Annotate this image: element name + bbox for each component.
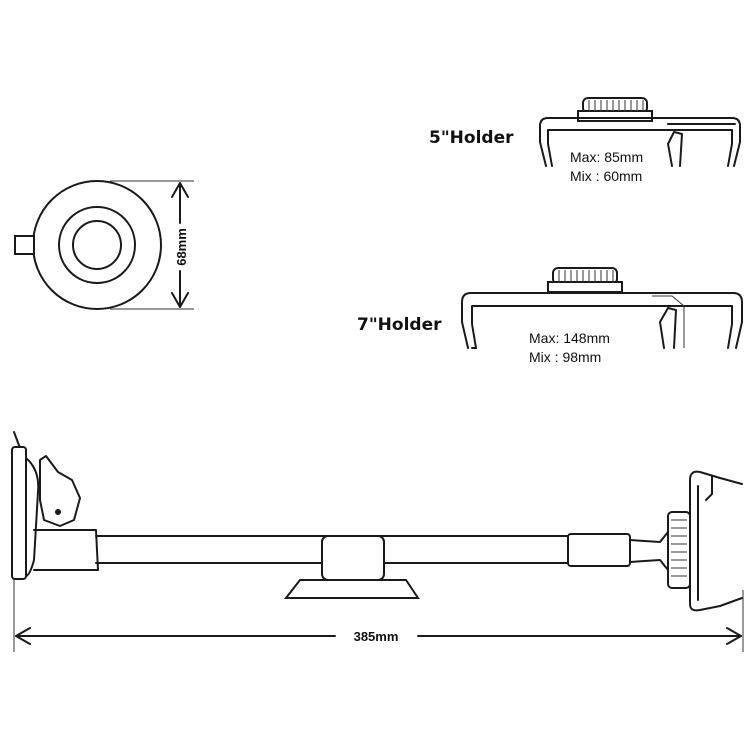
suction-base-plate: [11, 446, 27, 580]
suction-cup-tab: [14, 235, 35, 255]
holder-5-inner-frame: [547, 129, 733, 167]
holder-7-clip: [659, 307, 677, 349]
length-arrow-right: [726, 627, 742, 645]
holder-side-frame: [689, 470, 743, 612]
suction-cup-top-view: [14, 180, 162, 310]
center-collar: [321, 535, 385, 581]
holder-7-knob-base: [547, 281, 623, 293]
holder-5-clip: [667, 131, 683, 167]
holder-7-inner-frame: [471, 305, 733, 349]
dimension-arrow-down: [171, 292, 189, 308]
holder-5-frame: [539, 117, 741, 167]
holder-5-max: Max: 85mm: [570, 149, 643, 165]
suction-cup-middle-ring: [58, 206, 136, 284]
suction-base-body: [25, 457, 40, 577]
arm-sleeve: [567, 533, 631, 567]
length-dimension: 385mm: [13, 580, 744, 652]
suction-cup-inner-ring: [72, 220, 122, 270]
center-suction-foot: [283, 579, 420, 599]
dimension-arrow-up: [171, 182, 189, 198]
diameter-dimension: 68mm: [110, 180, 194, 310]
base-lever-line: [13, 431, 21, 449]
length-arrow-left: [15, 627, 31, 645]
arm-neck: [629, 531, 669, 571]
lock-lever: [39, 455, 81, 527]
holder-7-title: 7"Holder: [357, 315, 442, 335]
suction-cup-diameter-label: 68mm: [174, 228, 189, 266]
holder-5-min: Mix : 60mm: [570, 168, 642, 184]
mount-side-view: [11, 431, 743, 612]
holder-5-knob-base: [577, 110, 653, 122]
holder-5-title: 5"Holder: [429, 128, 514, 148]
holder-7-max: Max: 148mm: [529, 330, 610, 346]
holder-7-frame: [461, 292, 743, 349]
holder-7-min: Mix : 98mm: [529, 349, 601, 365]
holder-7-drawing: [461, 267, 743, 349]
holder-7-clip-ghost: [652, 295, 685, 348]
holder-5-drawing: [539, 97, 741, 167]
lock-lever-pivot: [55, 509, 61, 515]
arm-joint: [33, 529, 99, 571]
ball-head: [667, 511, 691, 589]
suction-cup-outer-ring: [32, 180, 162, 310]
holder-side-clip-top: [705, 475, 713, 501]
mount-length-label: 385mm: [354, 629, 399, 644]
